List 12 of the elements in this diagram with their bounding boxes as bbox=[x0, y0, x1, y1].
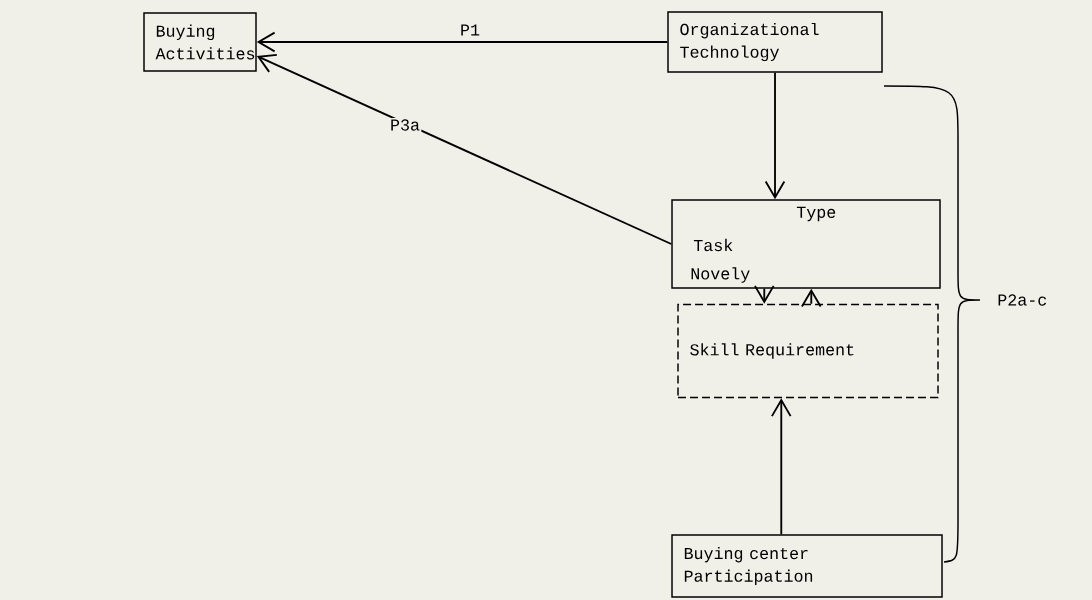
arrow bbox=[764, 71, 786, 200]
box: Buying center Participation bbox=[671, 534, 943, 598]
edge-label: P3a bbox=[388, 118, 422, 132]
edge-label: P1 bbox=[458, 23, 482, 37]
brace-label: P2a-c bbox=[998, 294, 1047, 306]
arrow bbox=[256, 53, 673, 245]
box: Type Task Novely bbox=[671, 199, 941, 289]
arrow bbox=[771, 398, 792, 536]
box: Buying Activities bbox=[143, 12, 257, 72]
box: Organizational Technology bbox=[667, 11, 883, 73]
dashed-box: Skill Requirement bbox=[677, 303, 939, 399]
arrow bbox=[256, 31, 669, 53]
